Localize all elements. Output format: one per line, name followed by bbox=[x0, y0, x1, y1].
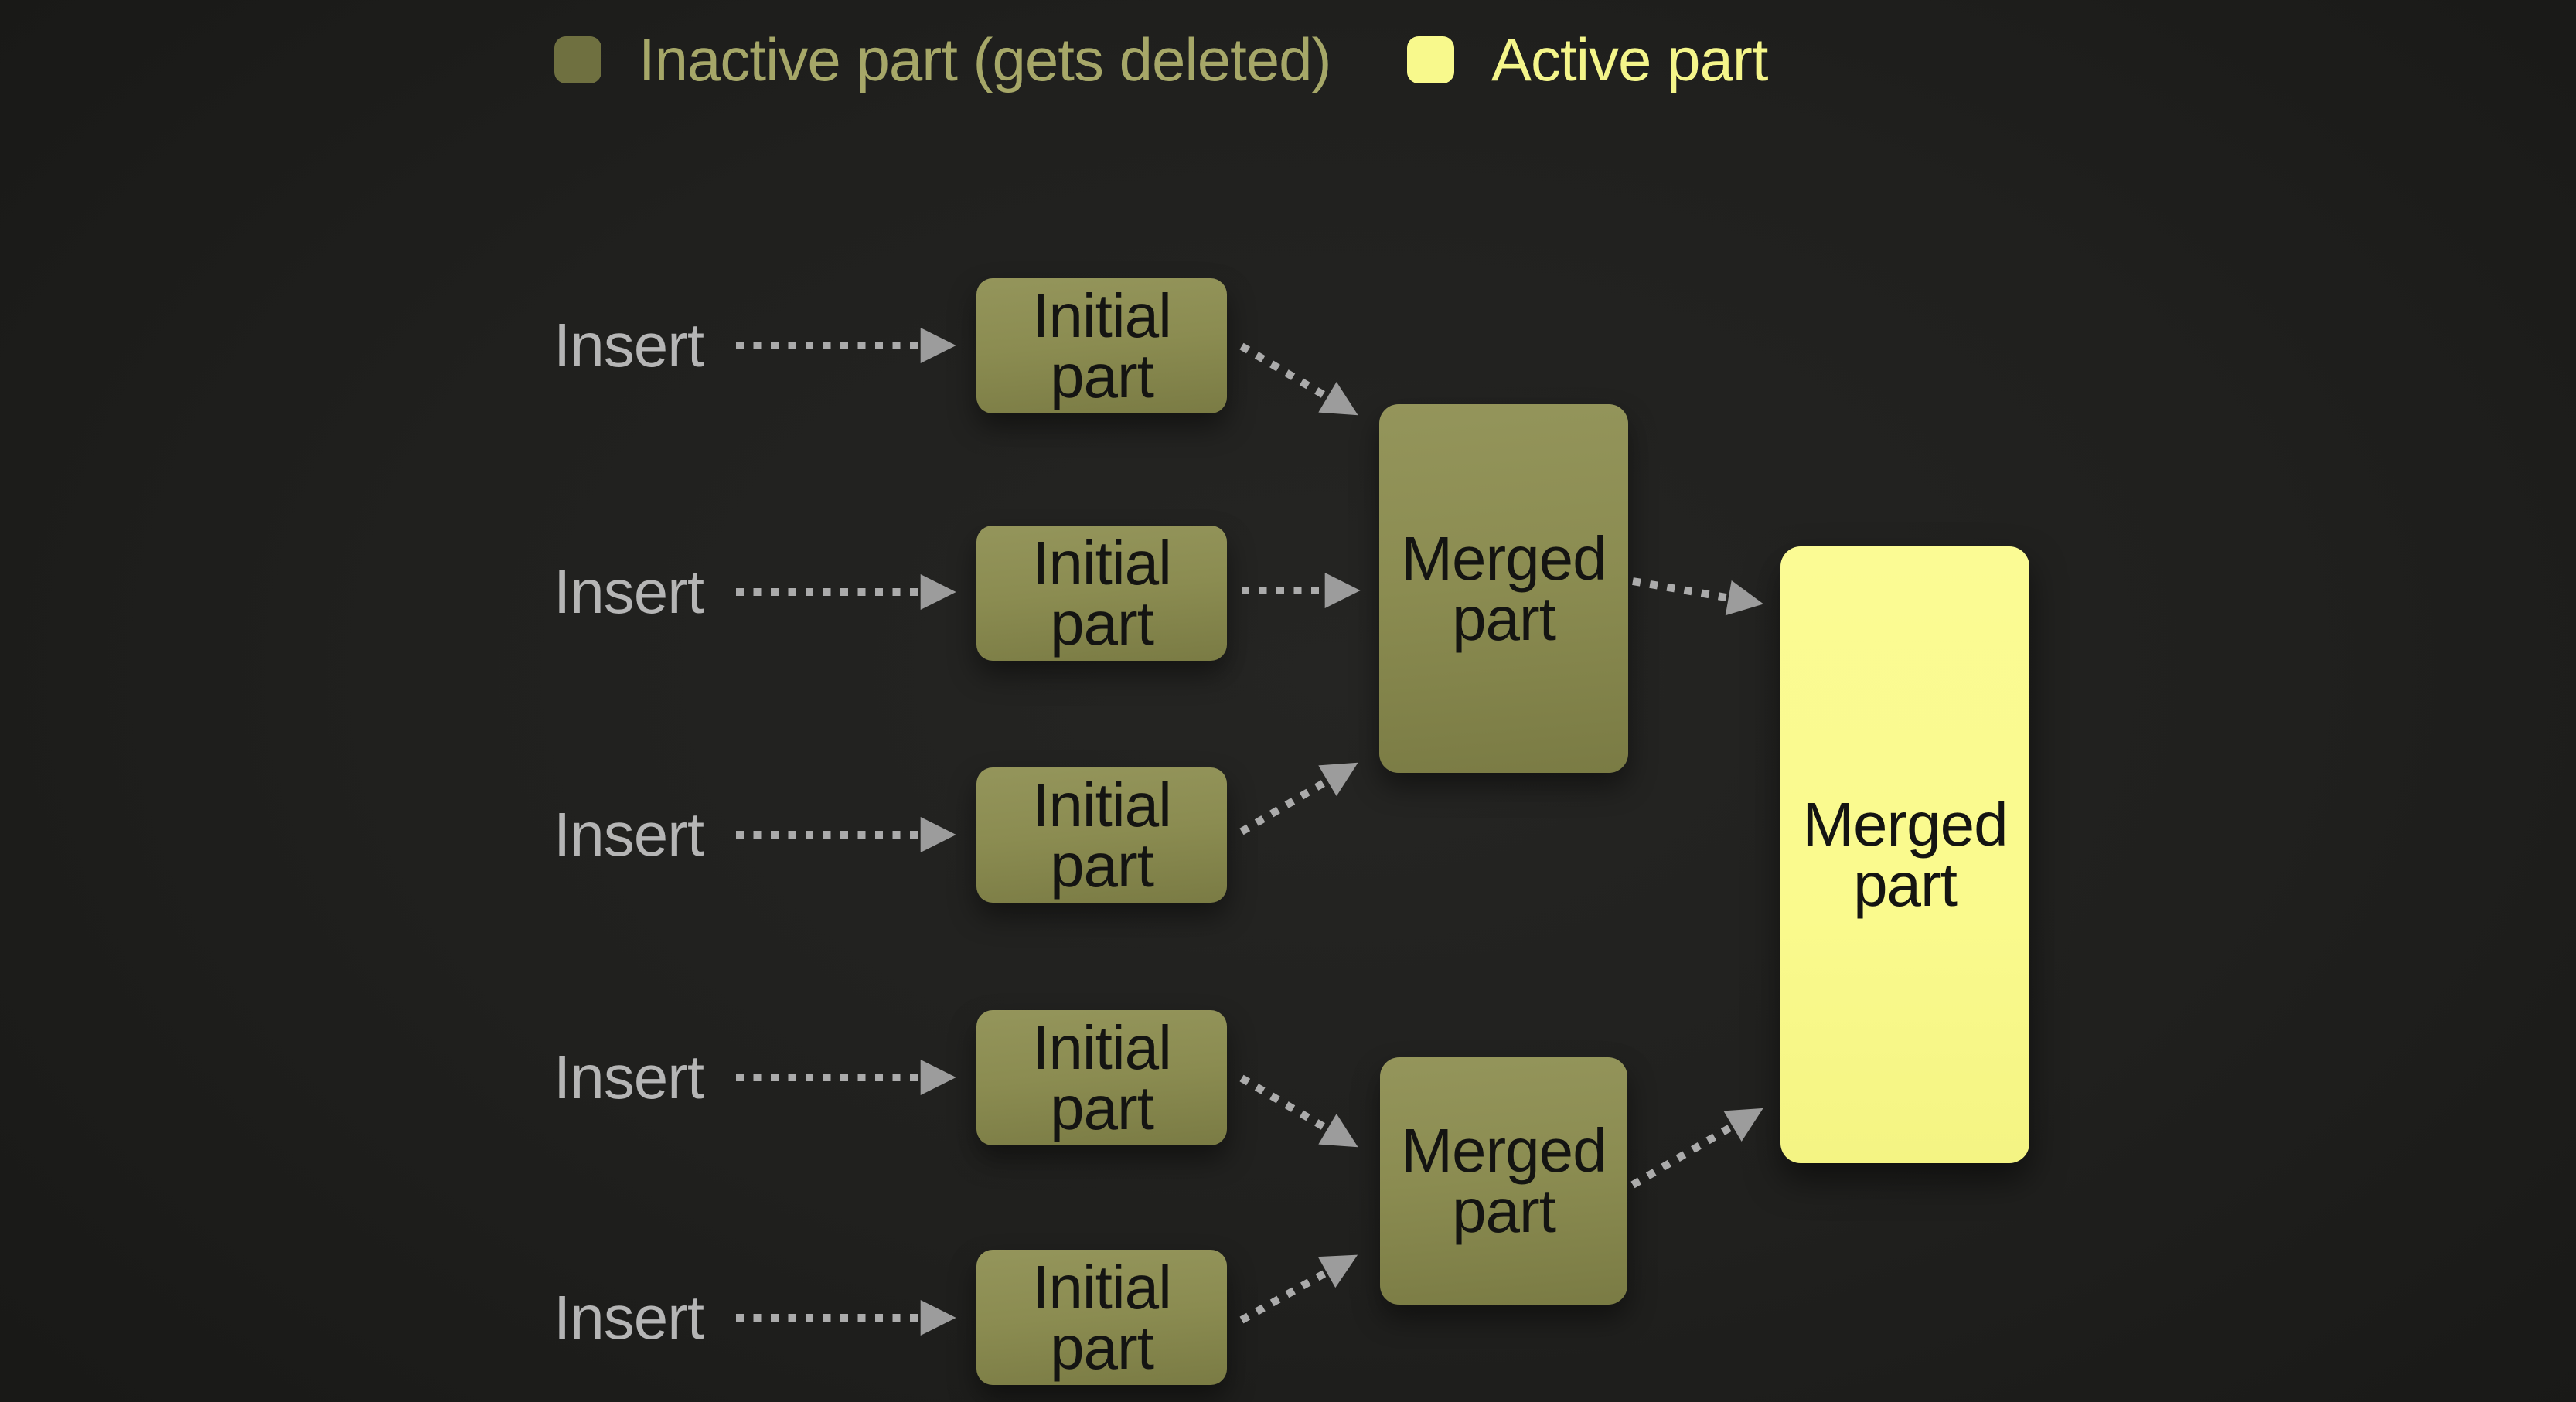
arrow-initial5-to-merged2 bbox=[1239, 1254, 1358, 1324]
initial-part-node-4: Initial part bbox=[976, 1010, 1227, 1145]
insert-label-2: Insert bbox=[554, 557, 704, 626]
arrow-initial1-to-merged1 bbox=[1239, 342, 1358, 416]
insert-label-1: Insert bbox=[554, 311, 704, 379]
merged-part-node-1: Merged part bbox=[1379, 404, 1628, 773]
arrow-initial4-to-merged2 bbox=[1239, 1074, 1358, 1148]
active-swatch-icon bbox=[1407, 36, 1454, 83]
initial-part-node-1: Initial part bbox=[976, 278, 1227, 413]
insert-label-4: Insert bbox=[554, 1043, 704, 1111]
inactive-swatch-icon bbox=[554, 36, 601, 83]
arrow-merged1-to-active bbox=[1632, 577, 1764, 616]
legend-label-active: Active part bbox=[1491, 26, 1768, 94]
legend-label-inactive: Inactive part (gets deleted) bbox=[639, 26, 1332, 94]
arrow-merged2-to-active bbox=[1630, 1108, 1763, 1189]
arrow-initial3-to-merged1 bbox=[1239, 762, 1358, 835]
merged-part-node-active: Merged part bbox=[1780, 546, 2029, 1163]
initial-part-node-3: Initial part bbox=[976, 767, 1227, 903]
legend-item-inactive: Inactive part (gets deleted) bbox=[554, 26, 1332, 94]
merged-part-node-2: Merged part bbox=[1380, 1057, 1627, 1305]
initial-part-node-2: Initial part bbox=[976, 526, 1227, 661]
insert-label-3: Insert bbox=[554, 800, 704, 869]
insert-label-5: Insert bbox=[554, 1283, 704, 1352]
legend-item-active: Active part bbox=[1407, 26, 1768, 94]
initial-part-node-5: Initial part bbox=[976, 1250, 1227, 1385]
